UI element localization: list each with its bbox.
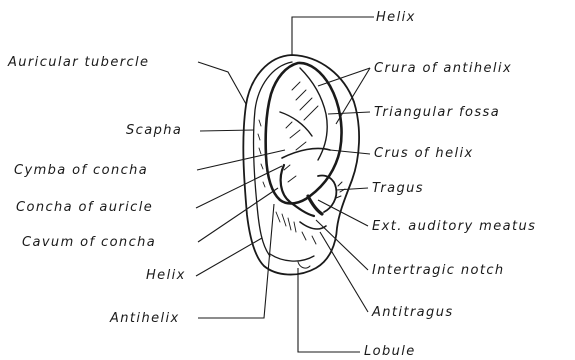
leader-triangular-fossa xyxy=(328,112,370,114)
label-antitragus: Antitragus xyxy=(372,305,454,320)
leader-auricular-tubercle xyxy=(198,62,246,104)
leader-antihelix xyxy=(198,204,274,318)
lower-crus xyxy=(280,112,312,136)
leader-scapha xyxy=(200,130,254,131)
leader-lobule xyxy=(298,268,360,352)
leader-concha xyxy=(196,166,282,208)
leader-helix-lower xyxy=(196,238,262,276)
label-intertragic-notch: Intertragic notch xyxy=(372,263,505,278)
leader-crura-b xyxy=(336,68,370,124)
label-antihelix: Antihelix xyxy=(110,311,180,326)
concha-outline xyxy=(281,165,314,216)
lobule-outline xyxy=(270,254,314,261)
label-triangular-fossa: Triangular fossa xyxy=(374,105,500,120)
label-lobule: Lobule xyxy=(364,344,416,359)
label-helix-top: Helix xyxy=(376,10,416,25)
label-helix-lower: Helix xyxy=(146,268,186,283)
leader-helix-top xyxy=(292,17,374,56)
leader-antitragus xyxy=(320,232,368,312)
label-auricular-tubercle: Auricular tubercle xyxy=(8,55,149,70)
leader-crus-of-helix xyxy=(330,150,370,154)
leader-tragus xyxy=(336,188,368,190)
upper-crus xyxy=(300,68,327,160)
label-crura-of-antihelix: Crura of antihelix xyxy=(374,61,512,76)
label-ext-auditory-meatus: Ext. auditory meatus xyxy=(372,219,536,234)
label-tragus: Tragus xyxy=(372,181,424,196)
label-crus-of-helix: Crus of helix xyxy=(374,146,474,161)
leader-cymba xyxy=(197,150,285,170)
auditory-meatus xyxy=(308,196,322,214)
lobule-inner xyxy=(298,262,310,268)
antihelix-outline xyxy=(266,63,342,204)
leader-cavum xyxy=(198,188,278,242)
label-scapha: Scapha xyxy=(126,123,182,138)
tragus-outline xyxy=(318,176,336,213)
label-cavum-of-concha: Cavum of concha xyxy=(22,235,156,250)
label-cymba-of-concha: Cymba of concha xyxy=(14,163,148,178)
fossa-hatching xyxy=(284,82,318,182)
label-concha-of-auricle: Concha of auricle xyxy=(16,200,153,215)
